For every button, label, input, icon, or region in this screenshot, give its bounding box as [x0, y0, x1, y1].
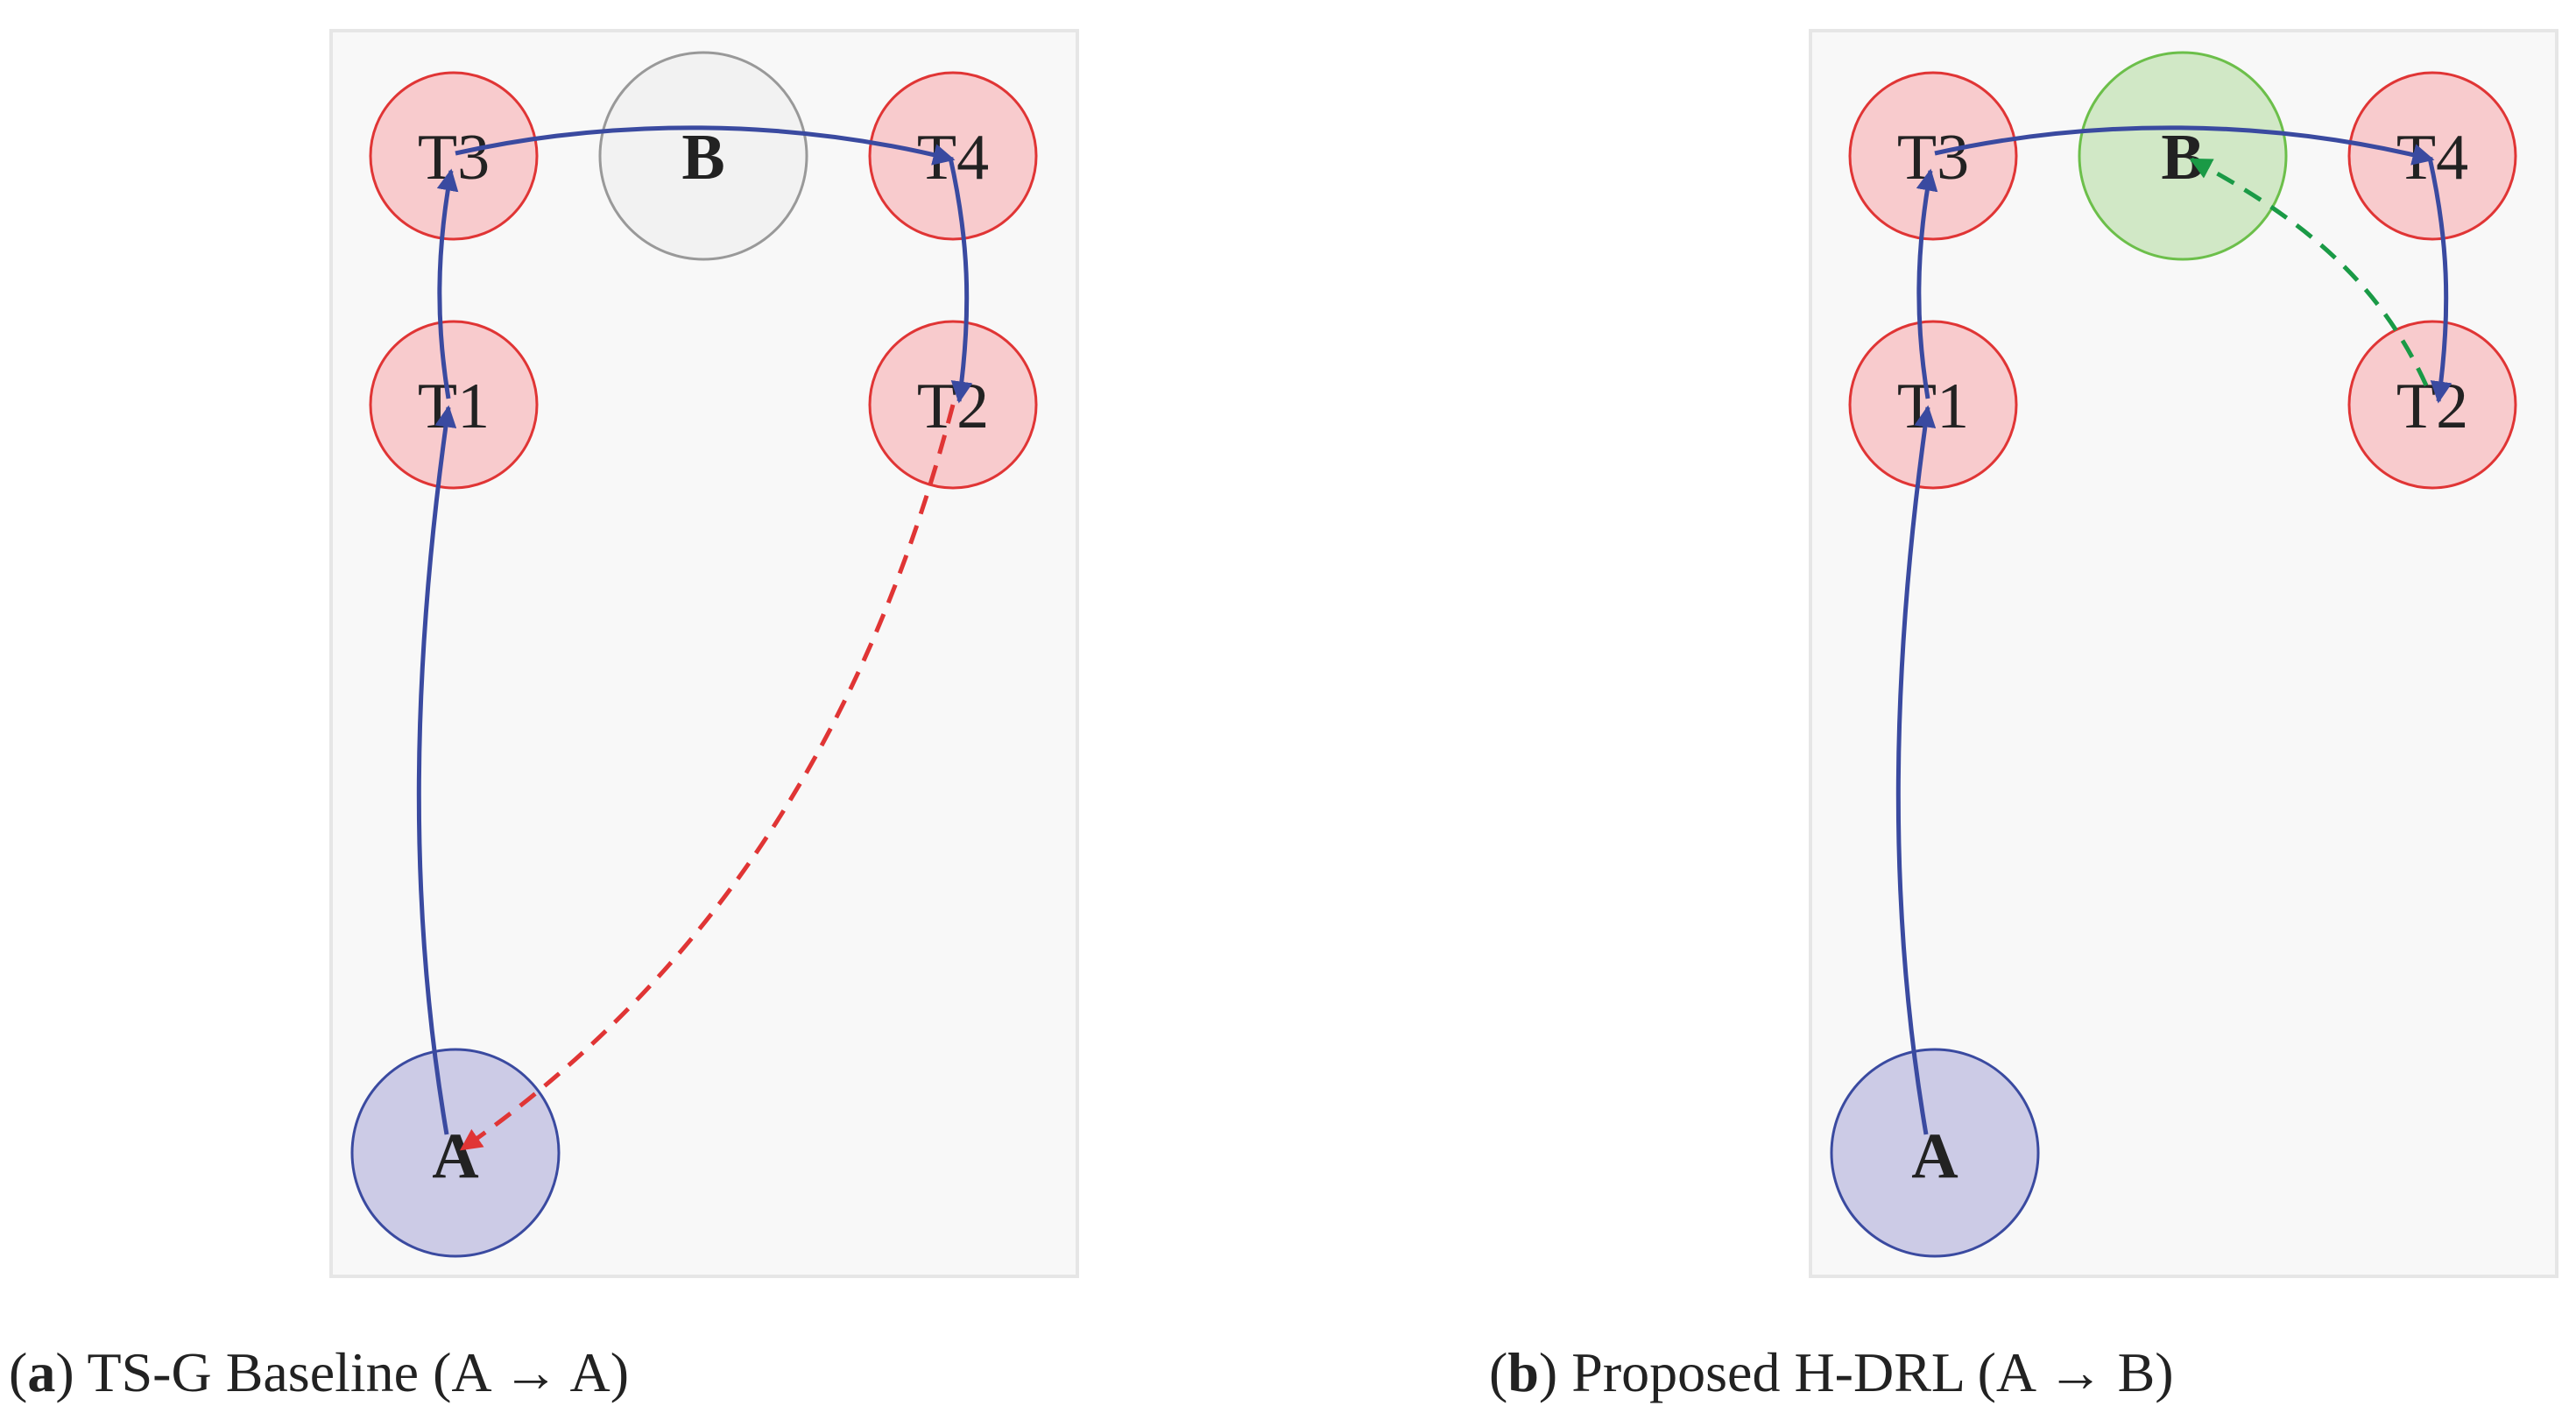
- panel-a-t3-label: T3: [418, 122, 490, 194]
- panel-a-edge-t3-t4: [455, 125, 956, 166]
- caption-b: (b) Proposed H-DRL (A → B): [1489, 1341, 2174, 1403]
- panel-a-edge-t1-t3: [436, 168, 459, 399]
- panel-a-node-t4: T4: [868, 71, 1038, 241]
- panel-a-t1-label: T1: [418, 371, 490, 442]
- panel-a-b-label: B: [681, 122, 724, 194]
- panel-a-node-t3: T3: [369, 71, 539, 241]
- panel-b-node-t2: T2: [2347, 320, 2517, 490]
- panel-b-node-t3: T3: [1848, 71, 2018, 241]
- panel-b-node-a: A: [1830, 1048, 2040, 1258]
- panel-b-node-t1: T1: [1848, 320, 2018, 490]
- panel-a-edge-t4-t2: [948, 157, 973, 404]
- panel-a-node-a: A: [350, 1048, 561, 1258]
- caption-b-letter: b: [1507, 1341, 1539, 1403]
- panel-a-node-b: B: [598, 51, 808, 261]
- panel-b-t1-label: T1: [1897, 371, 1969, 442]
- panel-b-t3-label: T3: [1897, 122, 1969, 194]
- panel-b-edge-t1-t3: [1916, 168, 1938, 399]
- panel-a-edge-a-t1: [416, 405, 457, 1135]
- panel-b-edge-a-t1: [1895, 405, 1937, 1135]
- panel-a-edge-t2-a-return: [459, 404, 956, 1152]
- panel-a-a-label: A: [432, 1120, 478, 1192]
- panel-b: T3 B T4 T1 T2 A: [1809, 29, 2558, 1278]
- caption-b-text: Proposed H-DRL (A → B): [1571, 1341, 2173, 1403]
- panel-b-edge-t4-t2: [2427, 157, 2452, 404]
- panel-a: T3 B T4 T1 T2 A: [329, 29, 1079, 1278]
- panel-b-edge-t3-t4: [1934, 125, 2435, 166]
- panel-b-node-t4: T4: [2347, 71, 2517, 241]
- panel-b-edge-t2-b-return: [2189, 157, 2429, 387]
- caption-a: (a) TS-G Baseline (A → A): [9, 1341, 629, 1403]
- caption-a-letter: a: [27, 1341, 55, 1403]
- panel-b-node-b: B: [2078, 51, 2288, 261]
- caption-a-text: TS-G Baseline (A → A): [87, 1341, 629, 1403]
- panel-b-a-label: A: [1911, 1120, 1958, 1192]
- panel-b-b-label: B: [2161, 122, 2204, 194]
- panel-b-t2-label: T2: [2396, 371, 2468, 442]
- panel-a-node-t1: T1: [369, 320, 539, 490]
